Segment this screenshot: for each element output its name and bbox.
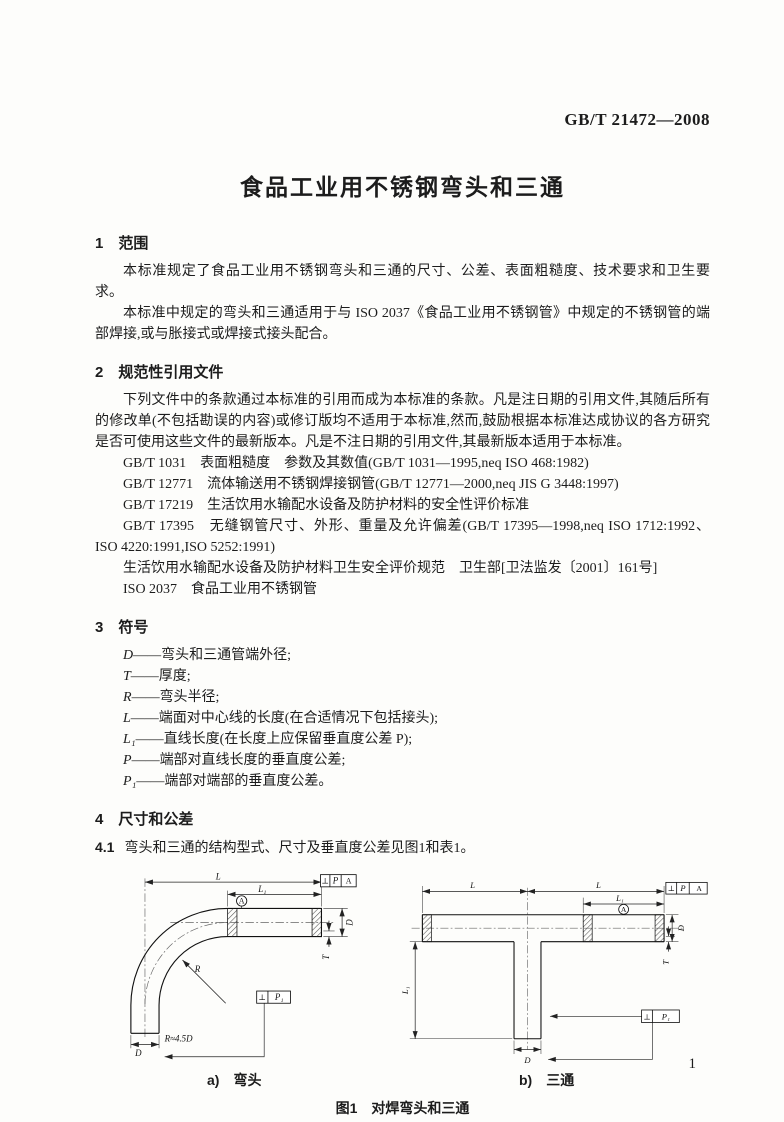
dim-label-L1: L₁ bbox=[257, 884, 266, 894]
dim-label-L-left: L bbox=[469, 881, 475, 891]
tee-extension-lines bbox=[409, 886, 679, 1055]
dim-label-L-right: L bbox=[595, 881, 601, 891]
clause-4-1: 4.1 弯头和三通的结构型式、尺寸及垂直度公差见图1和表1。 bbox=[95, 837, 710, 859]
dim-label-L: L bbox=[215, 871, 221, 881]
dim-label-L1: L₁ bbox=[615, 894, 624, 904]
symbol-item-P: P——端部对直线长度的垂直度公差; bbox=[95, 750, 710, 771]
dim-label-D: D bbox=[676, 925, 686, 933]
symbol-desc: ——弯头半径; bbox=[131, 690, 220, 705]
symbol-item-D: D——弯头和三通管端外径; bbox=[95, 645, 710, 666]
scope-paragraph-2: 本标准中规定的弯头和三通适用于与 ISO 2037《食品工业用不锈钢管》中规定的… bbox=[95, 306, 710, 342]
dim-label-R: R bbox=[194, 964, 201, 974]
figure-caption-a: a) 弯头 bbox=[207, 1072, 262, 1089]
dim-label-L1-branch: L₁ bbox=[400, 987, 410, 996]
symbol-letter: P₁ bbox=[123, 774, 137, 789]
symbol-item-P1: P₁——端部对端部的垂直度公差。 bbox=[95, 771, 710, 792]
datum-a-label: A bbox=[621, 905, 627, 914]
symbol-letter: L₁ bbox=[123, 732, 136, 747]
elbow-drawing: A ⊥ P A ⊥ P₁ L L₁ D T R R≈4.5D bbox=[130, 871, 357, 1060]
document-title: 食品工业用不锈钢弯头和三通 bbox=[240, 174, 565, 200]
symbol-desc: ——端部对直线长度的垂直度公差; bbox=[131, 753, 346, 768]
section-4-heading: 4 尺寸和公差 bbox=[95, 811, 194, 828]
symbol-desc: ——端部对端部的垂直度公差。 bbox=[136, 774, 333, 789]
symbol-desc: ——厚度; bbox=[130, 669, 191, 684]
datum-ref-label: A bbox=[696, 884, 702, 893]
tolerance-p1-label: P₁ bbox=[274, 992, 284, 1002]
reference-gbt-1031: GB/T 1031 表面粗糙度 参数及其数值(GB/T 1031—1995,ne… bbox=[123, 456, 589, 471]
symbol-desc: ——直线长度(在长度上应保留垂直度公差 P); bbox=[135, 732, 413, 747]
tee-pipe-outline bbox=[421, 914, 665, 1040]
dim-label-D: D bbox=[344, 919, 354, 927]
dim-label-D-bottom: D bbox=[523, 1055, 531, 1065]
reference-gbt-12771: GB/T 12771 流体输送用不锈钢焊接钢管(GB/T 12771—2000,… bbox=[123, 477, 619, 492]
figure-subcaptions: a) 弯头 b) 三通 bbox=[95, 1070, 710, 1092]
perpendicularity-icon: ⊥ bbox=[643, 1013, 650, 1022]
radius-note: R≈4.5D bbox=[164, 1034, 193, 1044]
elbow-centerlines bbox=[144, 878, 334, 1039]
tee-centerlines bbox=[411, 888, 685, 1050]
datum-a-label: A bbox=[239, 897, 245, 906]
symbol-letter: T bbox=[123, 669, 131, 684]
elbow-dimension-lines bbox=[130, 879, 345, 1048]
datum-ref-label: A bbox=[346, 877, 352, 886]
reference-gbt-17219: GB/T 17219 生活饮用水输配水设备及防护材料的安全性评价标准 bbox=[123, 498, 530, 513]
symbol-letter: D bbox=[123, 648, 134, 663]
symbol-desc: ——弯头和三通管端外径; bbox=[133, 648, 292, 663]
tolerance-p1-label: P₁ bbox=[661, 1012, 670, 1022]
datum-a-marker: A bbox=[236, 895, 248, 909]
section-1-heading: 1 范围 bbox=[95, 235, 149, 252]
symbol-desc: ——端面对中心线的长度(在合适情况下包括接头); bbox=[130, 711, 439, 726]
clause-number: 4.1 bbox=[95, 839, 115, 855]
dim-label-T: T bbox=[321, 954, 331, 960]
reference-health-ministry: 生活饮用水输配水设备及防护材料卫生安全评价规范 卫生部[卫法监发〔2001〕16… bbox=[123, 561, 658, 576]
section-2-heading: 2 规范性引用文件 bbox=[95, 364, 224, 381]
normative-intro: 下列文件中的条款通过本标准的引用而成为本标准的条款。凡是注日期的引用文件,其随后… bbox=[95, 393, 710, 450]
datum-a-marker: A bbox=[618, 904, 629, 916]
tee-tolerance-frame-p1: ⊥ P₁ bbox=[548, 1010, 680, 1063]
clause-text: 弯头和三通的结构型式、尺寸及垂直度公差见图1和表1。 bbox=[124, 841, 475, 856]
scope-paragraph-1: 本标准规定了食品工业用不锈钢弯头和三通的尺寸、公差、表面粗糙度、技术要求和卫生要… bbox=[95, 264, 710, 300]
page-number: 1 bbox=[688, 1056, 697, 1072]
elbow-tolerance-frame-p1: ⊥ P₁ bbox=[164, 990, 291, 1060]
figure-title: 图1 对焊弯头和三通 bbox=[335, 1100, 470, 1117]
elbow-weld-end-bands bbox=[227, 908, 322, 937]
symbol-item-T: T——厚度; bbox=[95, 666, 710, 687]
symbol-letter: R bbox=[123, 690, 132, 705]
symbol-letter: L bbox=[123, 711, 131, 726]
figure-1: A ⊥ P A ⊥ P₁ L L₁ D T R R≈4.5D bbox=[95, 869, 710, 1066]
tee-weld-end-bands bbox=[422, 914, 665, 943]
reference-gbt-17395: GB/T 17395 无缝钢管尺寸、外形、重量及允许偏差(GB/T 17395—… bbox=[95, 519, 710, 555]
tee-drawing: A ⊥ P A ⊥ P₁ L L L₁ D T bbox=[400, 881, 708, 1065]
reference-iso-2037: ISO 2037 食品工业用不锈钢管 bbox=[123, 582, 318, 597]
symbol-item-R: R——弯头半径; bbox=[95, 687, 710, 708]
standard-number: GB/T 21472—2008 bbox=[564, 110, 710, 129]
tee-tolerance-frame-p: ⊥ P A bbox=[665, 882, 708, 895]
perpendicularity-icon: ⊥ bbox=[668, 884, 675, 893]
symbol-item-L1: L₁——直线长度(在长度上应保留垂直度公差 P); bbox=[95, 729, 710, 750]
symbol-item-L: L——端面对中心线的长度(在合适情况下包括接头); bbox=[95, 708, 710, 729]
figure-caption-b: b) 三通 bbox=[519, 1072, 575, 1089]
elbow-tolerance-frame-p: ⊥ P A bbox=[320, 874, 357, 888]
section-3-heading: 3 符号 bbox=[95, 619, 149, 636]
symbol-letter: P bbox=[123, 753, 132, 768]
tolerance-p-label: P bbox=[679, 883, 685, 893]
perpendicularity-icon: ⊥ bbox=[321, 877, 329, 886]
tolerance-p-label: P bbox=[332, 876, 339, 886]
tee-dimension-lines bbox=[412, 889, 675, 1053]
elbow-pipe-outline bbox=[130, 907, 323, 1034]
dim-label-D-bottom: D bbox=[134, 1048, 142, 1058]
dim-label-T: T bbox=[661, 959, 671, 965]
perpendicularity-icon: ⊥ bbox=[259, 993, 267, 1002]
